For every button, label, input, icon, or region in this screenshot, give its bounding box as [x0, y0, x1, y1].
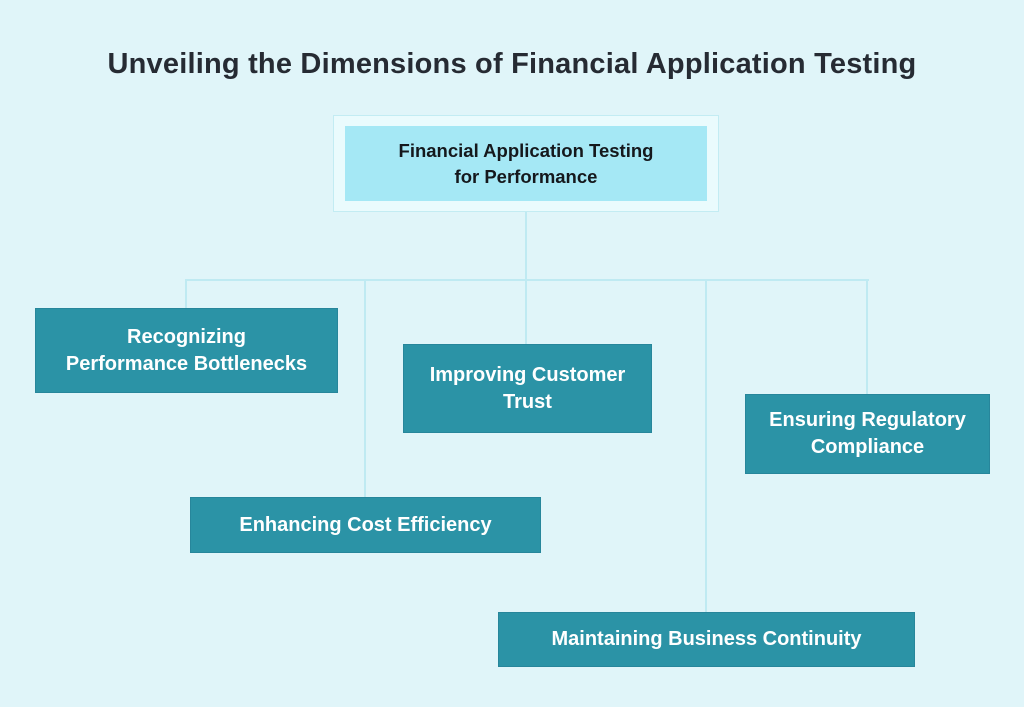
connector-drop-ensuring [866, 279, 868, 394]
connector-main-horizontal [185, 279, 869, 281]
node-improving-customer-trust: Improving Customer Trust [403, 344, 652, 433]
connector-drop-enhancing [364, 279, 366, 497]
connector-drop-maintaining [705, 279, 707, 612]
node-ensuring-regulatory-compliance: Ensuring Regulatory Compliance [745, 394, 990, 474]
page-title: Unveiling the Dimensions of Financial Ap… [107, 48, 917, 80]
connector-drop-improving [525, 279, 527, 344]
node-maintaining-business-continuity: Maintaining Business Continuity [498, 612, 915, 667]
node-recognizing-performance-bottlenecks: Recognizing Performance Bottlenecks [35, 308, 338, 393]
connector-drop-recognizing [185, 279, 187, 308]
connector-root-drop [525, 212, 527, 280]
root-node: Financial Application Testing for Perfor… [345, 126, 707, 201]
node-enhancing-cost-efficiency: Enhancing Cost Efficiency [190, 497, 541, 553]
